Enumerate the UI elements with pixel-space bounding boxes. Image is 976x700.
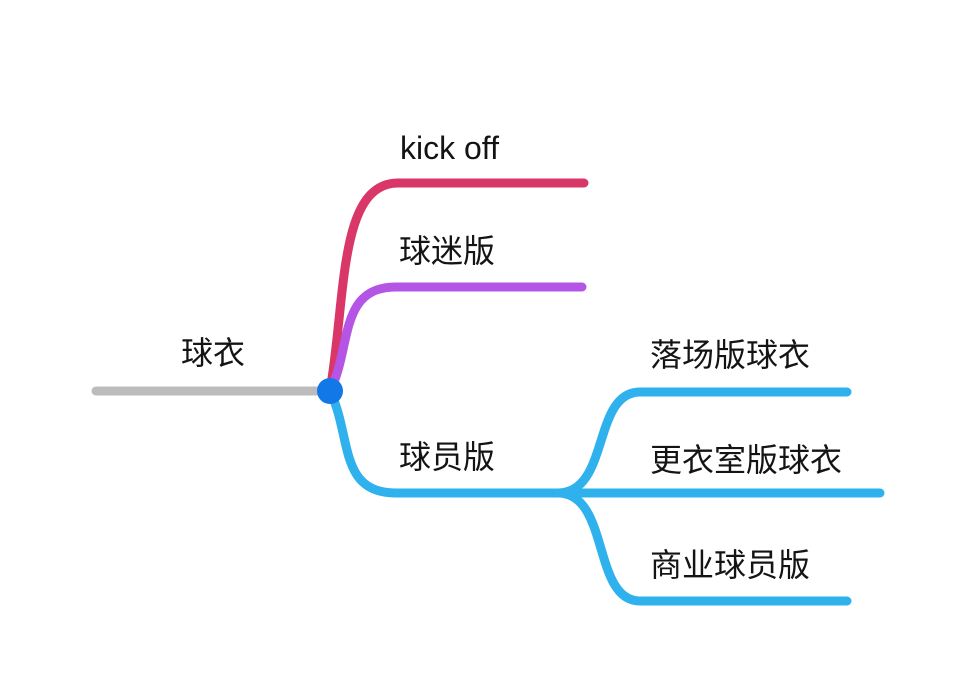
node-label-fan-version[interactable]: 球迷版 <box>399 233 496 269</box>
node-label-commercial-player-version[interactable]: 商业球员版 <box>650 547 811 583</box>
node-label-match-worn-jersey[interactable]: 落场版球衣 <box>650 337 811 373</box>
subbranch-line-commercial <box>553 488 852 606</box>
branch-line-fan-version <box>325 282 587 396</box>
subbranch-line-match-worn <box>553 387 852 498</box>
node-label-kick-off[interactable]: kick off <box>400 130 499 166</box>
node-label-player-version[interactable]: 球员版 <box>399 439 496 475</box>
root-collapse-dot[interactable] <box>317 378 343 404</box>
branch-line-kick-off <box>325 178 589 396</box>
node-label-locker-room-jersey[interactable]: 更衣室版球衣 <box>650 442 843 478</box>
root-node-label[interactable]: 球衣 <box>181 335 246 371</box>
branch-line-player-version <box>325 386 885 498</box>
